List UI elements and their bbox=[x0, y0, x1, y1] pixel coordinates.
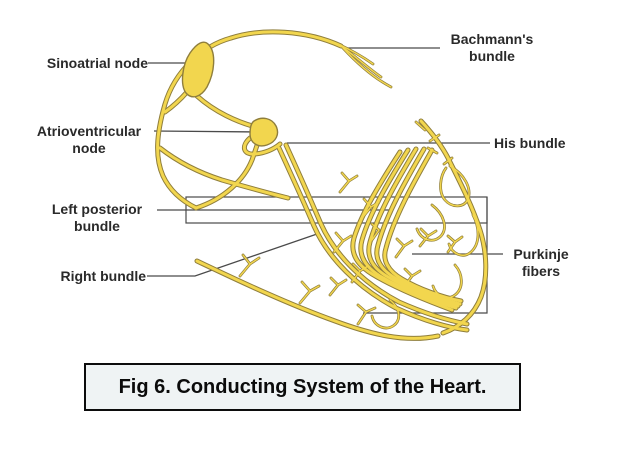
conduction-network bbox=[158, 32, 486, 339]
label-his-bundle: His bundle bbox=[494, 135, 566, 151]
label-purkinje-fibers: Purkinje fibers bbox=[513, 246, 569, 279]
sa-node-shape bbox=[181, 41, 215, 98]
label-atrioventricular-node: Atrioventricular node bbox=[36, 123, 142, 156]
leader-right-bundle bbox=[147, 233, 318, 277]
label-sinoatrial-node: Sinoatrial node bbox=[46, 55, 148, 71]
label-right-bundle: Right bundle bbox=[60, 268, 146, 284]
figure-caption-box: Fig 6. Conducting System of the Heart. bbox=[84, 363, 521, 411]
leader-atrioventricular bbox=[153, 130, 264, 133]
label-left-posterior-bundle: Left posterior bundle bbox=[51, 201, 143, 234]
figure-caption: Fig 6. Conducting System of the Heart. bbox=[118, 375, 487, 398]
av-node-shape bbox=[249, 117, 279, 147]
label-bachmanns-bundle: Bachmann's bundle bbox=[450, 31, 534, 64]
